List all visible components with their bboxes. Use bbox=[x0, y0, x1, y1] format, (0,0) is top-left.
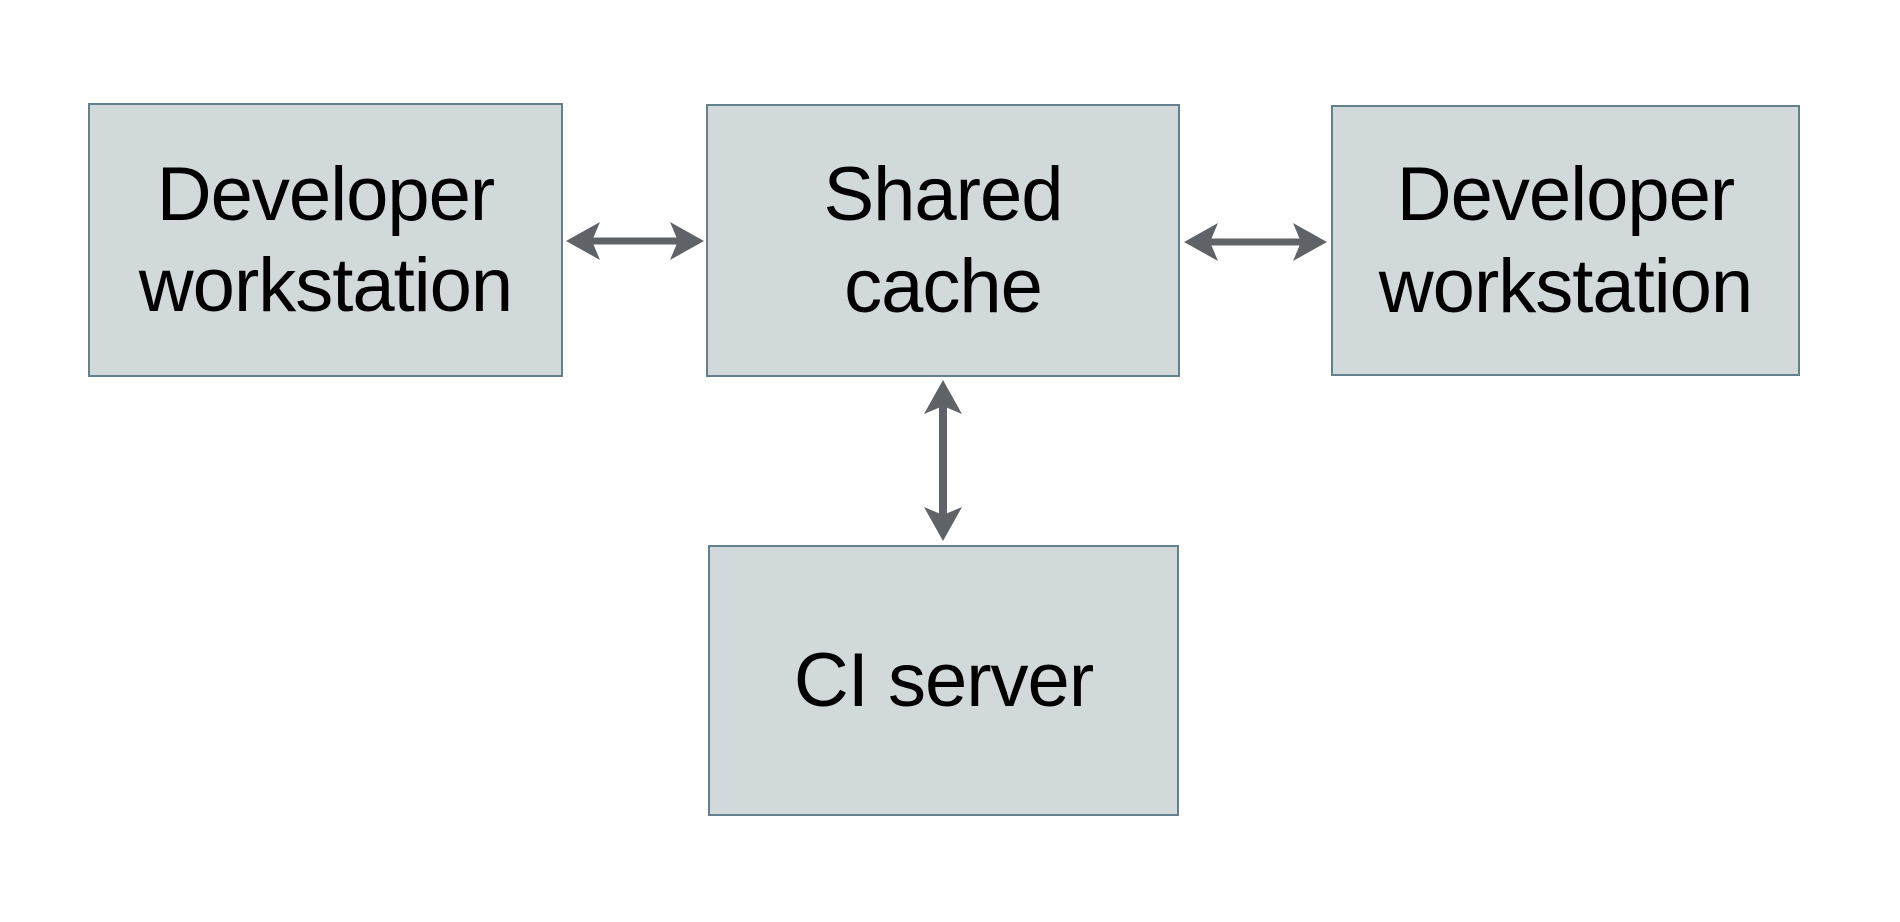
arrowhead-down-icon bbox=[924, 507, 962, 541]
node-label-line: Developer bbox=[156, 151, 495, 237]
arrowhead-up-icon bbox=[924, 380, 962, 414]
arrowhead-left-icon bbox=[1184, 223, 1218, 261]
node-label-line: cache bbox=[844, 243, 1043, 329]
arrow-left-workstation-shared-cache bbox=[566, 222, 704, 260]
node-developer-workstation-right: Developer workstation bbox=[1331, 105, 1800, 376]
arrow-shared-cache-ci-server bbox=[924, 380, 962, 541]
arrowhead-left-icon bbox=[566, 222, 600, 260]
node-label-line: Developer bbox=[1396, 152, 1735, 238]
node-label-line: workstation bbox=[1378, 243, 1753, 329]
node-label-line: CI server bbox=[793, 637, 1094, 723]
node-ci-server: CI server bbox=[708, 545, 1179, 816]
arrowhead-right-icon bbox=[670, 222, 704, 260]
node-developer-workstation-left: Developer workstation bbox=[88, 103, 563, 377]
node-label-line: workstation bbox=[138, 243, 513, 328]
arrowhead-right-icon bbox=[1293, 223, 1327, 261]
node-shared-cache: Shared cache bbox=[706, 104, 1180, 377]
arrow-shared-cache-right-workstation bbox=[1184, 223, 1327, 261]
node-label-line: Shared bbox=[823, 152, 1063, 238]
